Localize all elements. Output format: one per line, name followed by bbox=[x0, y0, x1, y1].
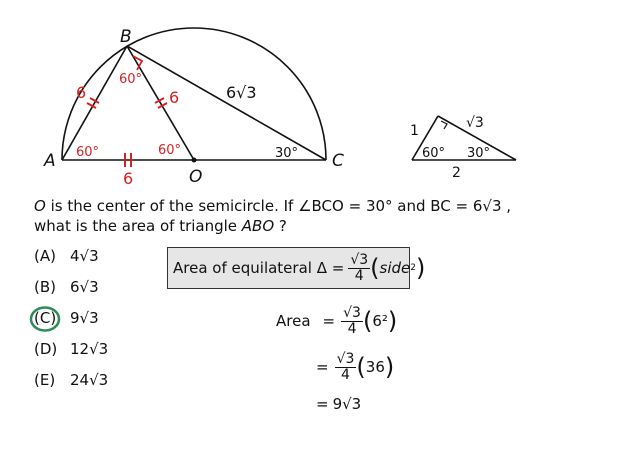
work-area-label: Area bbox=[276, 312, 311, 330]
label-angle-a: 60° bbox=[76, 145, 99, 160]
formula-exp: 2 bbox=[410, 263, 416, 273]
work-step-1-den: 4 bbox=[347, 320, 357, 337]
label-angle-o: 60° bbox=[158, 143, 181, 158]
tick-bo-2 bbox=[157, 102, 168, 109]
choice-b[interactable]: (B) 6√3 bbox=[34, 278, 99, 296]
segment-ab bbox=[61, 45, 128, 161]
tick-bo-1 bbox=[154, 97, 165, 104]
question-abo: ABO bbox=[241, 217, 275, 235]
tick-ab-1 bbox=[86, 102, 97, 109]
selected-choice-circle bbox=[29, 306, 61, 332]
tick-ab-2 bbox=[89, 97, 100, 104]
ref-angle-60: 60° bbox=[422, 146, 445, 161]
formula-paren-close: ) bbox=[415, 254, 426, 282]
work-step-2-fraction: √3 4 bbox=[334, 350, 357, 383]
work-eq-1: = bbox=[322, 312, 336, 330]
label-c: C bbox=[332, 151, 344, 171]
choice-a-value: 4√3 bbox=[70, 247, 99, 265]
choice-e-letter: (E) bbox=[34, 371, 56, 389]
semicircle-figure: B A O C 6 6 6 60° 60° 60° 30° 6√3 1 √3 2… bbox=[43, 27, 517, 188]
work-step-2-paren: 36 bbox=[365, 358, 385, 376]
question-line-2-pre: what is the area of triangle bbox=[34, 217, 242, 235]
formula-paren-open: ( bbox=[370, 254, 380, 282]
label-angle-c: 30° bbox=[275, 146, 298, 161]
label-angle-b: 60° bbox=[119, 72, 142, 87]
work-step-1-paren-close: ) bbox=[387, 307, 398, 335]
choice-d-value: 12√3 bbox=[70, 340, 109, 358]
formula-fraction: √3 4 bbox=[348, 251, 371, 284]
formula-label: Area of equilateral Δ = bbox=[173, 259, 345, 277]
work-step-2-paren-open: ( bbox=[356, 353, 366, 381]
segment-bc bbox=[126, 45, 327, 161]
work-step-2-num: √3 bbox=[334, 350, 357, 368]
ref-angle-30: 30° bbox=[467, 146, 490, 161]
question-text: O is the center of the semicircle. If ∠B… bbox=[34, 196, 511, 236]
choice-d[interactable]: (D) 12√3 bbox=[34, 340, 108, 358]
question-line-1-text: is the center of the semicircle. If ∠BCO… bbox=[45, 197, 512, 215]
work-step-1-fraction: √3 4 bbox=[341, 304, 363, 337]
choice-d-letter: (D) bbox=[34, 340, 58, 358]
segment-bo bbox=[126, 45, 195, 161]
reference-triangle: 1 √3 2 60° 30° bbox=[410, 115, 517, 181]
work-step-2: = √3 4 (36) bbox=[316, 348, 394, 386]
work-step-2-paren-close: ) bbox=[384, 353, 395, 381]
formula-num: √3 bbox=[348, 251, 371, 269]
formula-side: side bbox=[379, 259, 411, 277]
question-o: O bbox=[34, 197, 46, 215]
ref-short-leg: 1 bbox=[410, 123, 419, 139]
choice-b-letter: (B) bbox=[34, 278, 56, 296]
center-point-o bbox=[191, 157, 197, 163]
label-a: A bbox=[43, 151, 56, 171]
work-step-1-paren: 6² bbox=[372, 312, 388, 330]
formula-den: 4 bbox=[354, 267, 364, 284]
work-eq-2: = bbox=[316, 358, 329, 376]
choice-b-value: 6√3 bbox=[70, 278, 99, 296]
label-ao-side: 6 bbox=[123, 169, 133, 188]
question-line-1: O is the center of the semicircle. If ∠B… bbox=[34, 196, 511, 216]
work-step-3-result: 9√3 bbox=[332, 395, 362, 413]
choice-e-value: 24√3 bbox=[70, 371, 109, 389]
work-step-1-num: √3 bbox=[341, 304, 363, 322]
ref-long-leg: √3 bbox=[466, 115, 484, 131]
work-step-3: = 9√3 bbox=[316, 394, 361, 414]
semicircle-arc bbox=[61, 27, 327, 161]
ref-hypotenuse: 2 bbox=[452, 165, 461, 181]
work-step-1: Area = √3 4 (6²) bbox=[276, 302, 397, 340]
question-line-2-post: ? bbox=[274, 217, 287, 235]
right-angle-mark bbox=[132, 55, 144, 71]
label-bc-side: 6√3 bbox=[226, 83, 257, 102]
label-b: B bbox=[120, 27, 132, 47]
choice-c[interactable]: (C) 9√3 bbox=[34, 309, 99, 327]
label-bo-side: 6 bbox=[169, 88, 179, 107]
work-eq-3: = bbox=[316, 395, 329, 413]
choice-e[interactable]: (E) 24√3 bbox=[34, 371, 108, 389]
label-o: O bbox=[189, 167, 202, 187]
choice-c-letter: (C) bbox=[34, 309, 57, 327]
choice-a-letter: (A) bbox=[34, 247, 56, 265]
label-ab-side: 6 bbox=[76, 83, 86, 102]
work-step-2-den: 4 bbox=[341, 366, 350, 383]
work-step-1-paren-open: ( bbox=[362, 307, 373, 335]
choice-c-value: 9√3 bbox=[70, 309, 99, 327]
choice-a[interactable]: (A) 4√3 bbox=[34, 247, 99, 265]
question-line-2: what is the area of triangle ABO ? bbox=[34, 216, 511, 236]
